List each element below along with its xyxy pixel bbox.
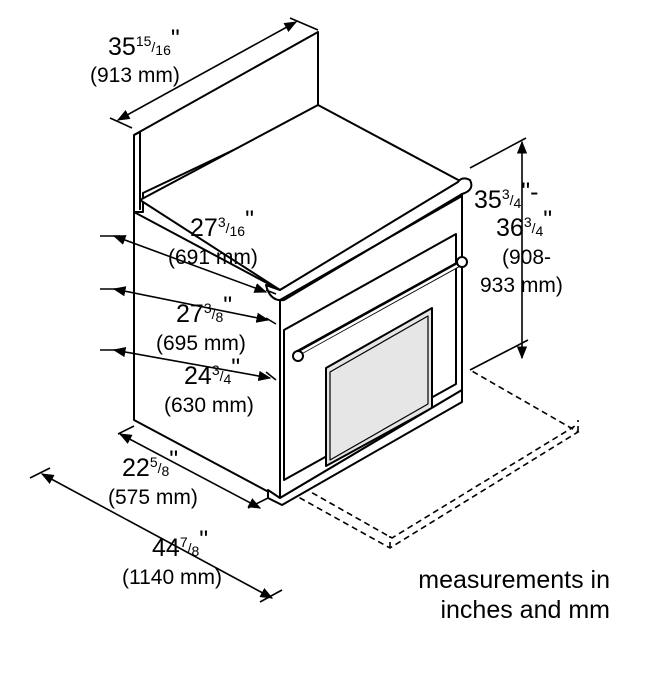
- height-inches-min: 353/4"-: [474, 178, 539, 214]
- depth-low-inches: 243/4": [184, 354, 240, 390]
- depth-mid-mm: (695 mm): [156, 332, 246, 355]
- height-mm-min: (908-: [502, 246, 551, 269]
- height-mm-max: 933 mm): [480, 274, 563, 297]
- dimension-lines: [29, 17, 529, 603]
- depth-top-inches: 273/16": [190, 206, 254, 242]
- depth-base-inches: 225/8": [122, 446, 178, 482]
- range-body: [133, 31, 473, 506]
- depth-base-mm: (575 mm): [108, 486, 198, 509]
- units-note-line2: inches and mm: [440, 596, 610, 624]
- depth-low-mm: (630 mm): [164, 394, 254, 417]
- depth-top-mm: (691 mm): [168, 246, 258, 269]
- height-inches-max: 363/4": [496, 206, 552, 242]
- depth-mid-inches: 273/8": [176, 292, 232, 328]
- clearance-inches: 447/8": [152, 526, 208, 562]
- clearance-mm: (1140 mm): [122, 566, 222, 589]
- width-inches: 3515/16": [108, 25, 180, 61]
- units-note-line1: measurements in: [418, 566, 610, 594]
- width-mm: (913 mm): [90, 64, 180, 87]
- door-clearance-outline: [281, 369, 580, 549]
